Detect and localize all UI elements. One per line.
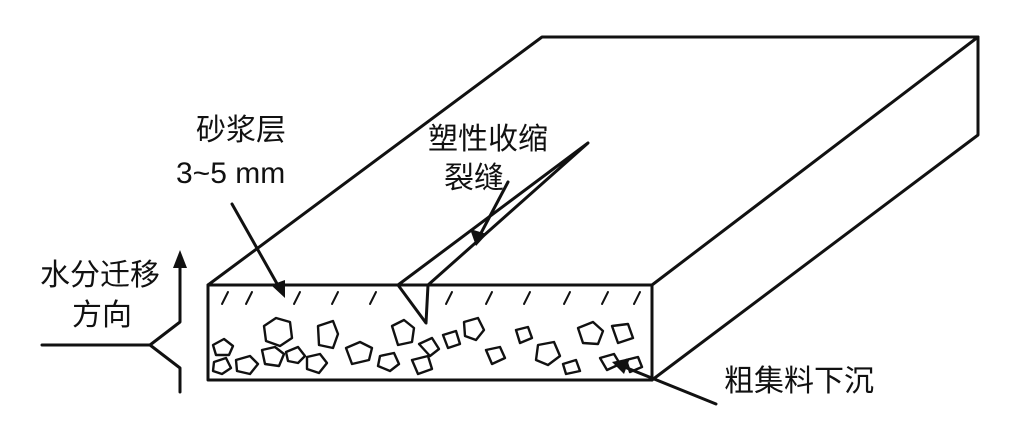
crack-label-line2: 裂缝 <box>444 161 504 196</box>
coarse-aggregate <box>211 316 644 376</box>
crack-pointer-arrow <box>470 180 510 246</box>
coarse-aggregate-label: 粗集料下沉 <box>724 364 874 399</box>
mortar-thickness-label: 3~5 mm <box>176 157 285 190</box>
slab-top-face <box>206 35 980 287</box>
mortar-hatching <box>221 291 641 305</box>
water-migration-label-line1: 水分迁移 <box>40 258 160 293</box>
aggregate-pointer-arrow <box>612 358 718 406</box>
crack-label-line1: 塑性收缩 <box>428 122 548 157</box>
slab-side-face <box>650 35 980 382</box>
water-migration-label-line2: 方向 <box>72 298 132 333</box>
plastic-shrinkage-crack <box>396 141 590 325</box>
water-migration-arrow <box>40 250 187 394</box>
mortar-layer-label: 砂浆层 <box>196 113 286 148</box>
mortar-pointer-arrow <box>230 202 285 298</box>
